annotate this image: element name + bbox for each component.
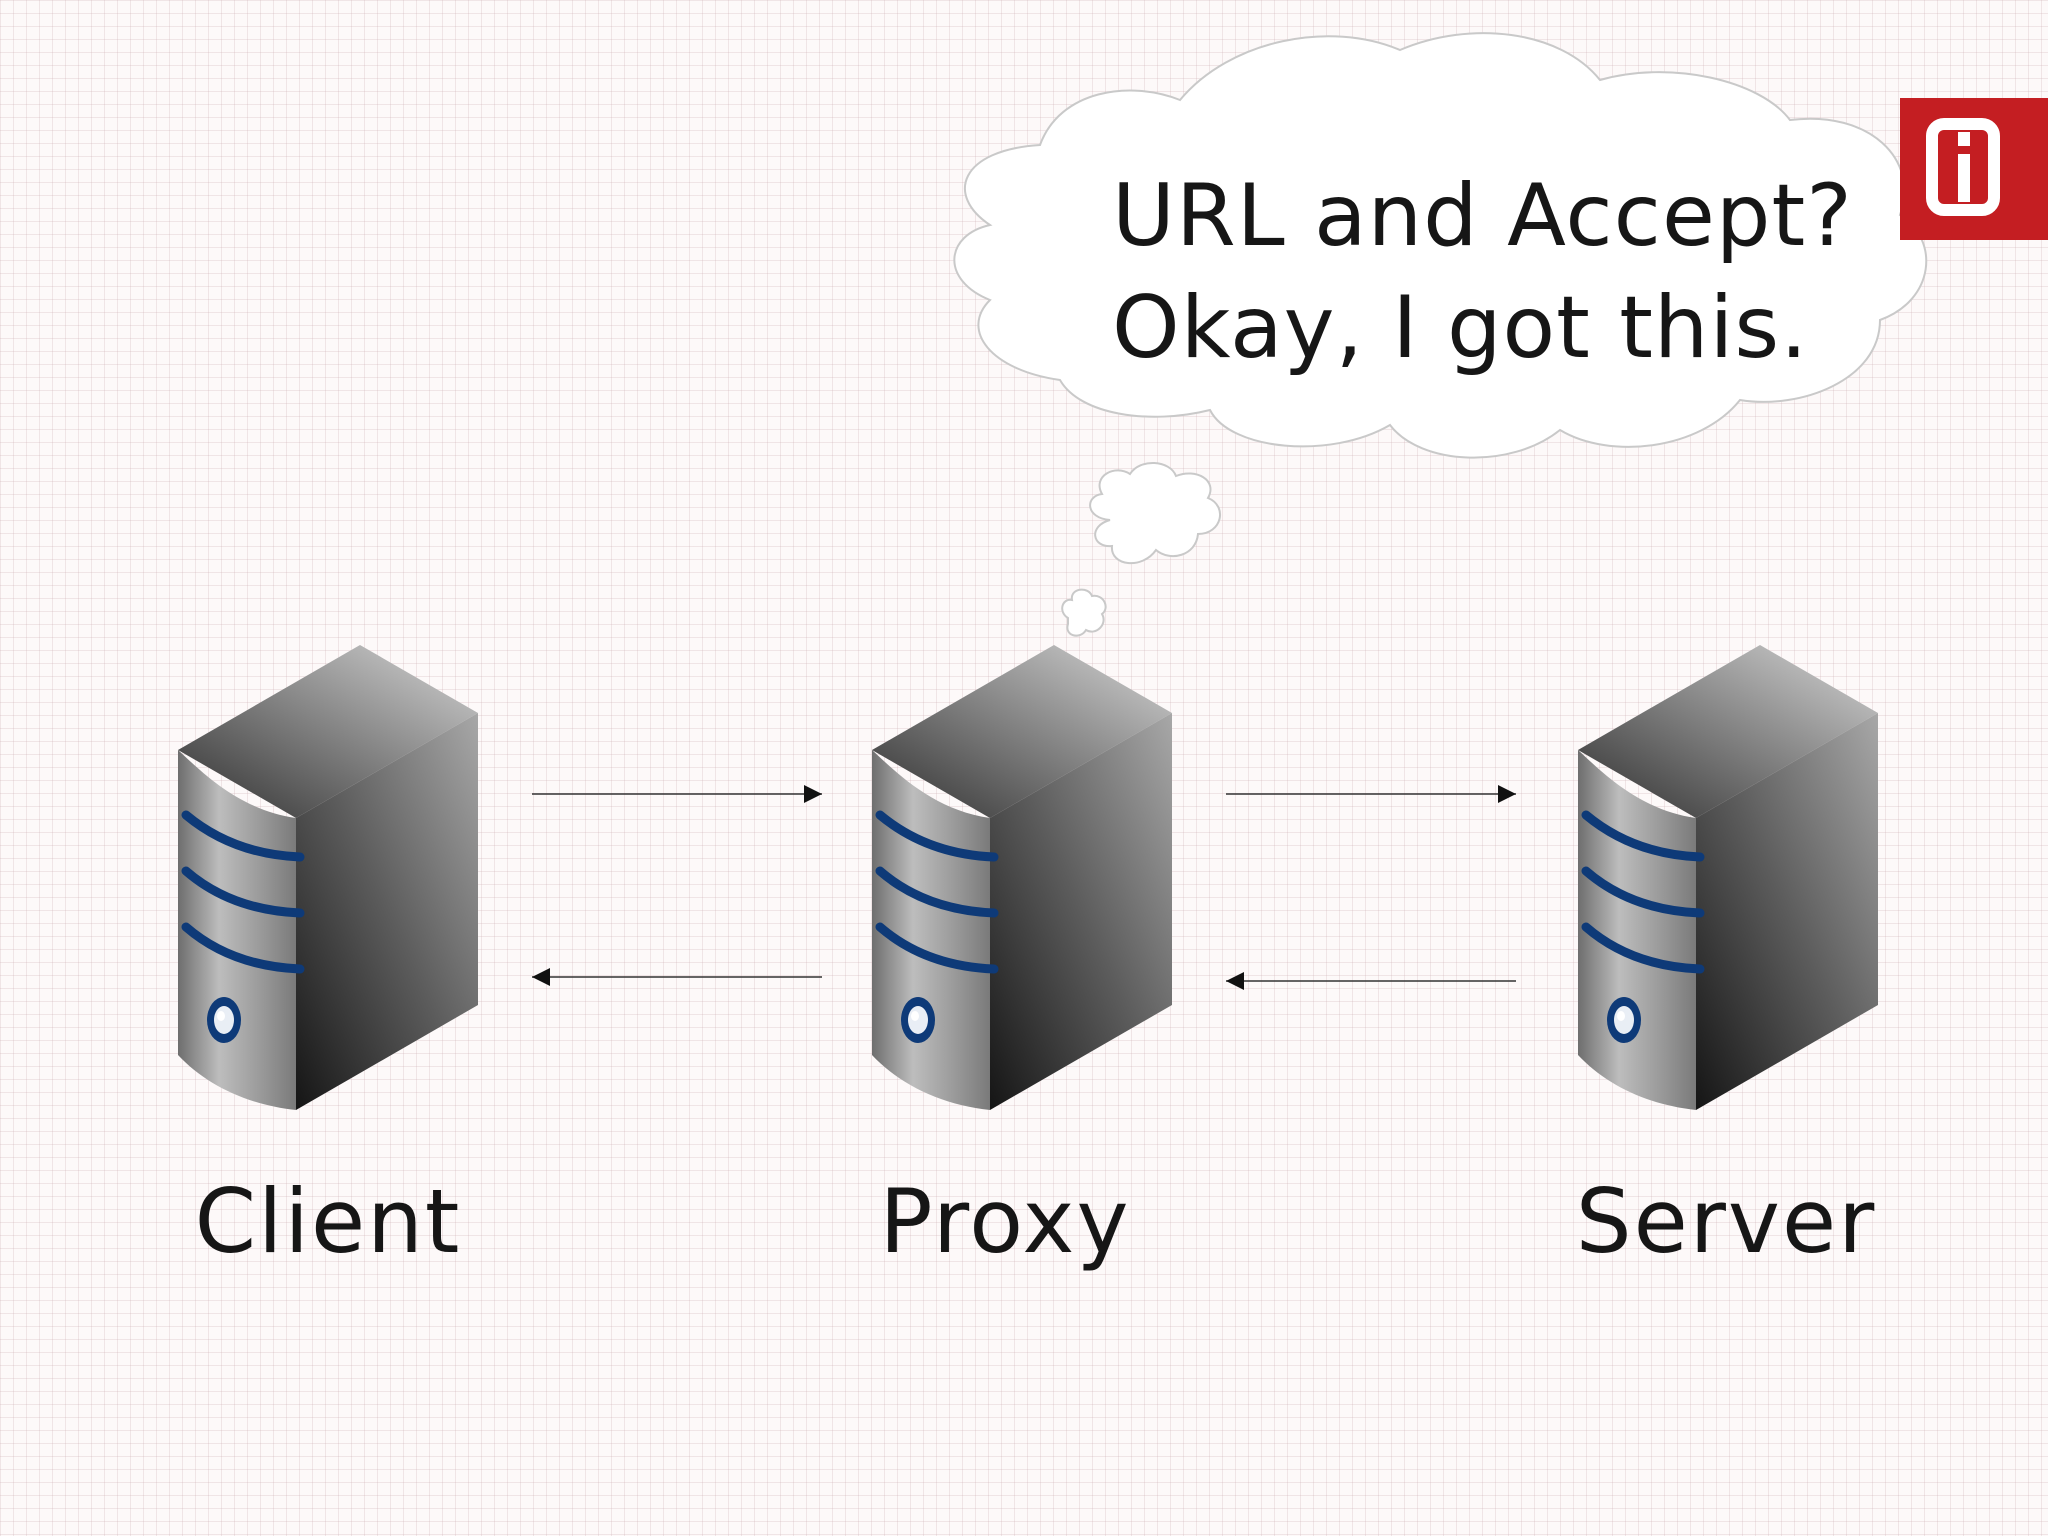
thought-line-1: URL and Accept? [1112,166,1853,266]
server-proxy-icon [872,645,1172,1110]
logo [1900,98,2048,240]
thought-puff-medium [1089,461,1221,565]
thought-puff-small [1061,588,1107,637]
thought-text: URL and Accept? Okay, I got this. [1112,160,1853,384]
label-server: Server [1575,1170,1877,1273]
thought-line-2: Okay, I got this. [1112,278,1809,378]
thought-cloud [953,32,1928,459]
label-client: Client [194,1170,462,1273]
server-client-icon [178,645,478,1110]
logo-info-icon [1926,118,2000,216]
server-server-icon [1578,645,1878,1110]
label-proxy: Proxy [879,1170,1131,1273]
thought-bubble [953,32,1928,637]
